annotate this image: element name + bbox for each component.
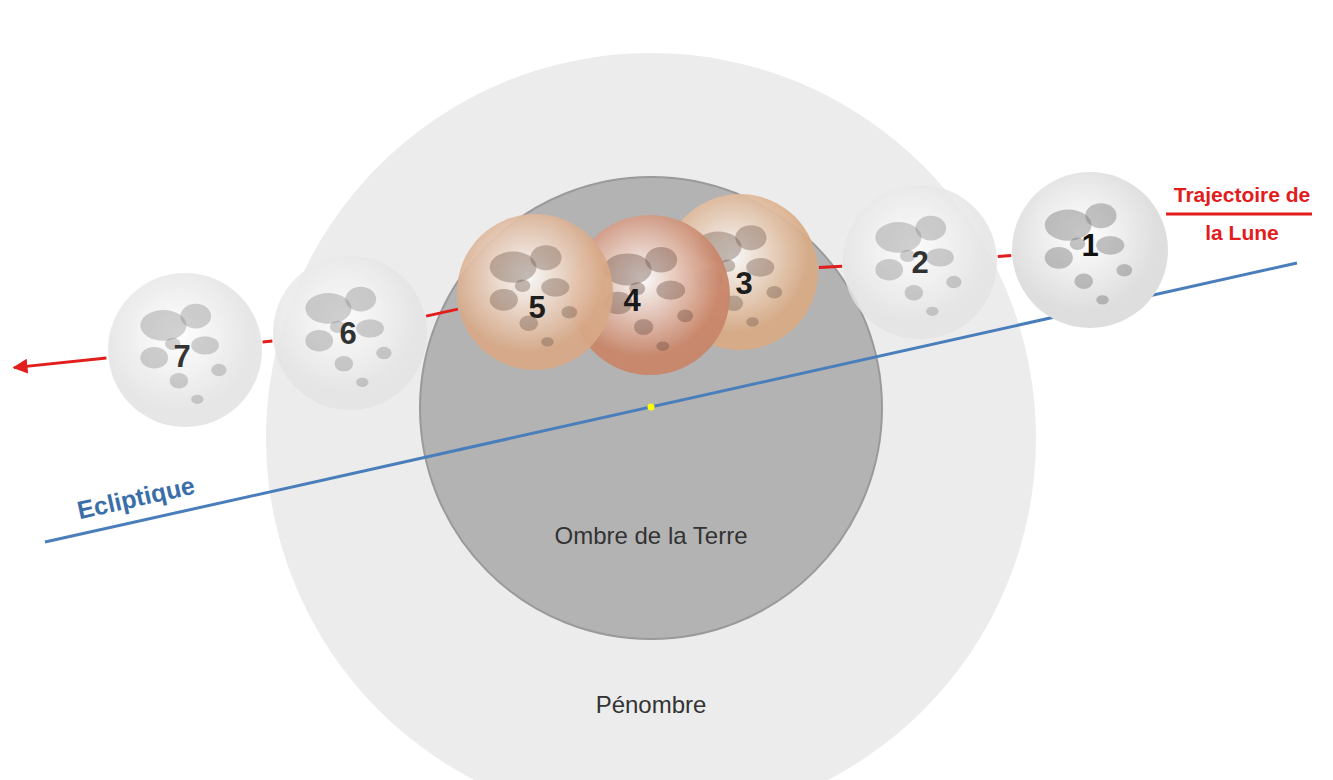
trajectory-line (1166, 213, 1312, 216)
callout-number: 4 (623, 283, 640, 319)
zone-label: Pénombre (596, 691, 707, 719)
penumbra-zone: Pénombre Ombre de la Terre 3 4 5 2 6 (266, 53, 1036, 780)
umbra-disc (420, 177, 882, 639)
trajectory-label: Trajectoire de la Lune (1172, 176, 1312, 252)
callout-number: 1 (1081, 228, 1098, 264)
zone-label: Ombre de la Terre (555, 522, 748, 550)
penumbra-disc (266, 53, 1036, 780)
ecliptic-label: Ecliptique (75, 471, 198, 525)
callout-number: 2 (911, 245, 928, 281)
callout-number: 7 (173, 339, 190, 375)
moon-disc: 1 (1012, 172, 1168, 328)
trajectory-arrow (14, 358, 106, 368)
umbra-zone: Ombre de la Terre 3 4 5 (420, 177, 882, 639)
moon-disc: 7 (108, 273, 262, 427)
moon-disc: 6 (273, 256, 427, 410)
trajectory-segment (998, 254, 1011, 258)
moon-disc: 5 (457, 214, 613, 370)
trajectory-segment (263, 341, 273, 342)
moon-disc: 2 (843, 185, 997, 339)
trajectory-segment (819, 266, 842, 267)
trajectory-segment (426, 309, 458, 316)
callout-number: 6 (339, 316, 356, 352)
callout-number: 3 (735, 266, 752, 302)
earth-center-dot (648, 404, 655, 411)
callout-number: 5 (528, 290, 545, 326)
